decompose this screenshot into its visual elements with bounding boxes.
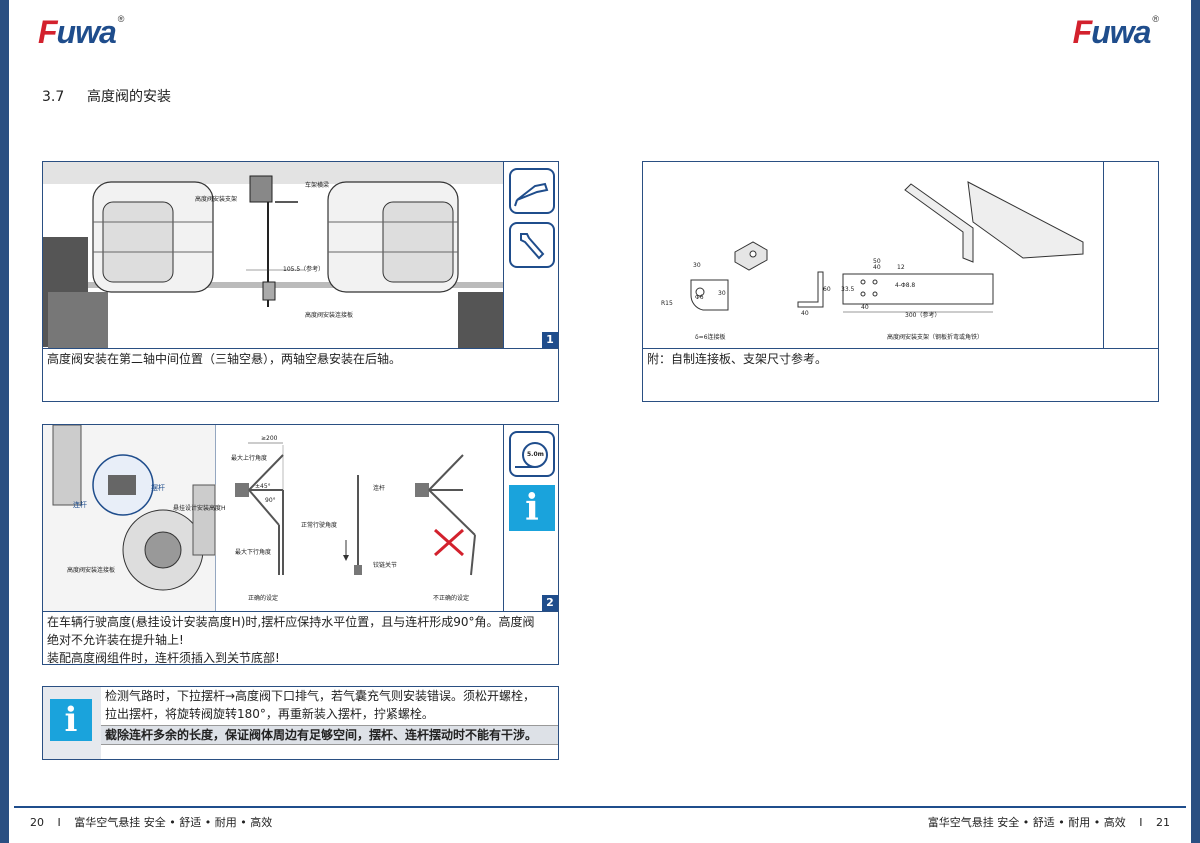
info-icon: i — [509, 485, 555, 531]
label-correct: 正确的设定 — [248, 595, 279, 602]
dim-30-b: 30 — [718, 290, 726, 297]
caption-line: 在车辆行驶高度(悬挂设计安装高度H)时,摆杆应保持水平位置，且与连杆形成90°角… — [47, 615, 535, 629]
footer-separator: I — [1139, 816, 1143, 829]
panel-caption: 在车辆行驶高度(悬挂设计安装高度H)时,摆杆应保持水平位置，且与连杆形成90°角… — [47, 613, 554, 667]
note-text: 检测气路时，下拉摆杆→高度阀下口排气，若气囊充气则安装错误。须松开螺栓， 拉出摆… — [105, 687, 554, 723]
dim-12: 12 — [897, 264, 905, 271]
panel-valve-position: 车架横梁 高度阀安装支架 105.5（参考） 高度阀安装连接板 1 高度阀安装在… — [42, 161, 559, 402]
label-lever: 摆杆 — [151, 484, 165, 492]
dim-60: 60 — [823, 286, 831, 293]
footer-slogan-right: 富华空气悬挂 安全 • 舒适 • 耐用 • 高效 — [927, 816, 1126, 829]
wrench-icon — [509, 222, 555, 268]
dimension-drawing — [690, 181, 1084, 313]
label-plate: 高度阀安装连接板 — [67, 567, 116, 574]
footer-divider — [14, 806, 1186, 808]
label-bracket: 高度阀安装支架 — [195, 196, 238, 203]
note-line: 检测气路时，下拉摆杆→高度阀下口排气，若气囊充气则安装错误。须松开螺栓， — [105, 689, 536, 703]
dim-50: 50 — [873, 258, 881, 265]
label-rod-2: 连杆 — [373, 485, 386, 492]
footer-slogan-left: 富华空气悬挂 安全 • 舒适 • 耐用 • 高效 — [74, 816, 273, 829]
plate-name: δ=6连接板 — [695, 334, 726, 341]
dim-phi6: Φ6 — [695, 294, 704, 301]
section-heading: 高度阀的安装 — [87, 89, 171, 105]
label-incorrect: 不正确的设定 — [433, 595, 470, 602]
footer-right: 富华空气悬挂 安全 • 舒适 • 耐用 • 高效 I 21 — [928, 814, 1170, 830]
label-max-down: 最大下行角度 — [235, 549, 272, 556]
panel-valve-setting: 摆杆 连杆 悬挂设计安装高度H 高度阀安装连接板 ≥200 最大上行角度 正常行… — [42, 424, 559, 665]
suspension-drawing — [43, 162, 503, 348]
fuwa-logo-right: Fuwa® — [1072, 14, 1159, 50]
dimension-illustration: 30 30 Φ6 R15 δ=6连接板 60 40 50 40 12 33.5 … — [643, 162, 1158, 349]
dim-30-a: 30 — [693, 262, 701, 269]
label-angle-90: 90° — [265, 497, 276, 504]
panel-caption: 高度阀安装在第二轴中间位置（三轴空悬），两轴空悬安装在后轴。 — [47, 352, 402, 366]
caption-line: 绝对不允许装在提升轴上! — [47, 633, 184, 647]
panel-dimensions: 30 30 Φ6 R15 δ=6连接板 60 40 50 40 12 33.5 … — [642, 161, 1159, 402]
setting-illustration: 摆杆 连杆 悬挂设计安装高度H 高度阀安装连接板 ≥200 最大上行角度 正常行… — [43, 425, 558, 612]
label-rod: 连杆 — [73, 501, 87, 509]
setting-drawing — [43, 425, 476, 611]
caption-line: 装配高度阀组件时，连杆须插入到关节底部! — [47, 651, 280, 665]
label-joint: 铰链关节 — [373, 562, 398, 569]
axle-illustration: 车架横梁 高度阀安装支架 105.5（参考） 高度阀安装连接板 1 — [43, 162, 558, 349]
dim-phi8-8: 4-Φ8.8 — [895, 282, 916, 289]
page-number-right: 21 — [1156, 816, 1170, 829]
left-edge-bar — [0, 0, 9, 843]
angle-grinder-icon — [509, 168, 555, 214]
dim-40-a: 40 — [801, 310, 809, 317]
label-dimension: 105.5（参考） — [283, 266, 325, 273]
label-normal: 正常行驶角度 — [301, 522, 338, 529]
page-number-left: 20 — [30, 816, 44, 829]
note-icon-area: i — [43, 687, 101, 759]
label-max-up: 最大上行角度 — [231, 455, 268, 462]
tool-column: 5.0m i — [503, 425, 558, 611]
right-edge-bar — [1191, 0, 1200, 843]
info-icon: i — [50, 699, 92, 741]
footer-left: 20 I 富华空气悬挂 安全 • 舒适 • 耐用 • 高效 — [30, 814, 272, 830]
panel-number-badge: 2 — [542, 595, 558, 611]
label-install-height: 悬挂设计安装高度H — [173, 505, 226, 512]
label-min-distance: ≥200 — [261, 435, 278, 442]
dim-33-5: 33.5 — [841, 286, 855, 293]
label-frame-beam: 车架横梁 — [305, 182, 330, 189]
label-angle-45: ±45° — [255, 483, 271, 490]
dim-40-b: 40 — [873, 264, 881, 271]
dim-300: 300（参考） — [905, 312, 941, 319]
panel-caption: 附：自制连接板、支架尺寸参考。 — [647, 352, 828, 366]
note-box: i 检测气路时，下拉摆杆→高度阀下口排气，若气囊充气则安装错误。须松开螺栓， 拉… — [42, 686, 559, 760]
tool-column — [1103, 162, 1158, 348]
note-warning: 截除连杆多余的长度，保证阀体周边有足够空间，摆杆、连杆摆动时不能有干涉。 — [101, 725, 558, 745]
fuwa-logo-left: Fuwa® — [38, 14, 124, 50]
bracket-name: 高度阀安装支架（钢板折弯或角铁） — [887, 334, 984, 341]
note-line: 拉出摆杆，将旋转阀旋转180°，再重新装入摆杆，拧紧螺栓。 — [105, 707, 434, 721]
panel-number-badge: 1 — [542, 332, 558, 348]
section-title: 3.7 高度阀的安装 — [42, 86, 171, 106]
label-plate: 高度阀安装连接板 — [305, 312, 354, 319]
tape-measure-label: 5.0m — [527, 451, 544, 458]
footer-separator: I — [57, 816, 61, 829]
dim-40-c: 40 — [861, 304, 869, 311]
dim-r15: R15 — [661, 300, 673, 307]
tape-measure-icon: 5.0m — [509, 431, 555, 477]
tool-column — [503, 162, 558, 348]
section-number: 3.7 — [42, 89, 65, 105]
